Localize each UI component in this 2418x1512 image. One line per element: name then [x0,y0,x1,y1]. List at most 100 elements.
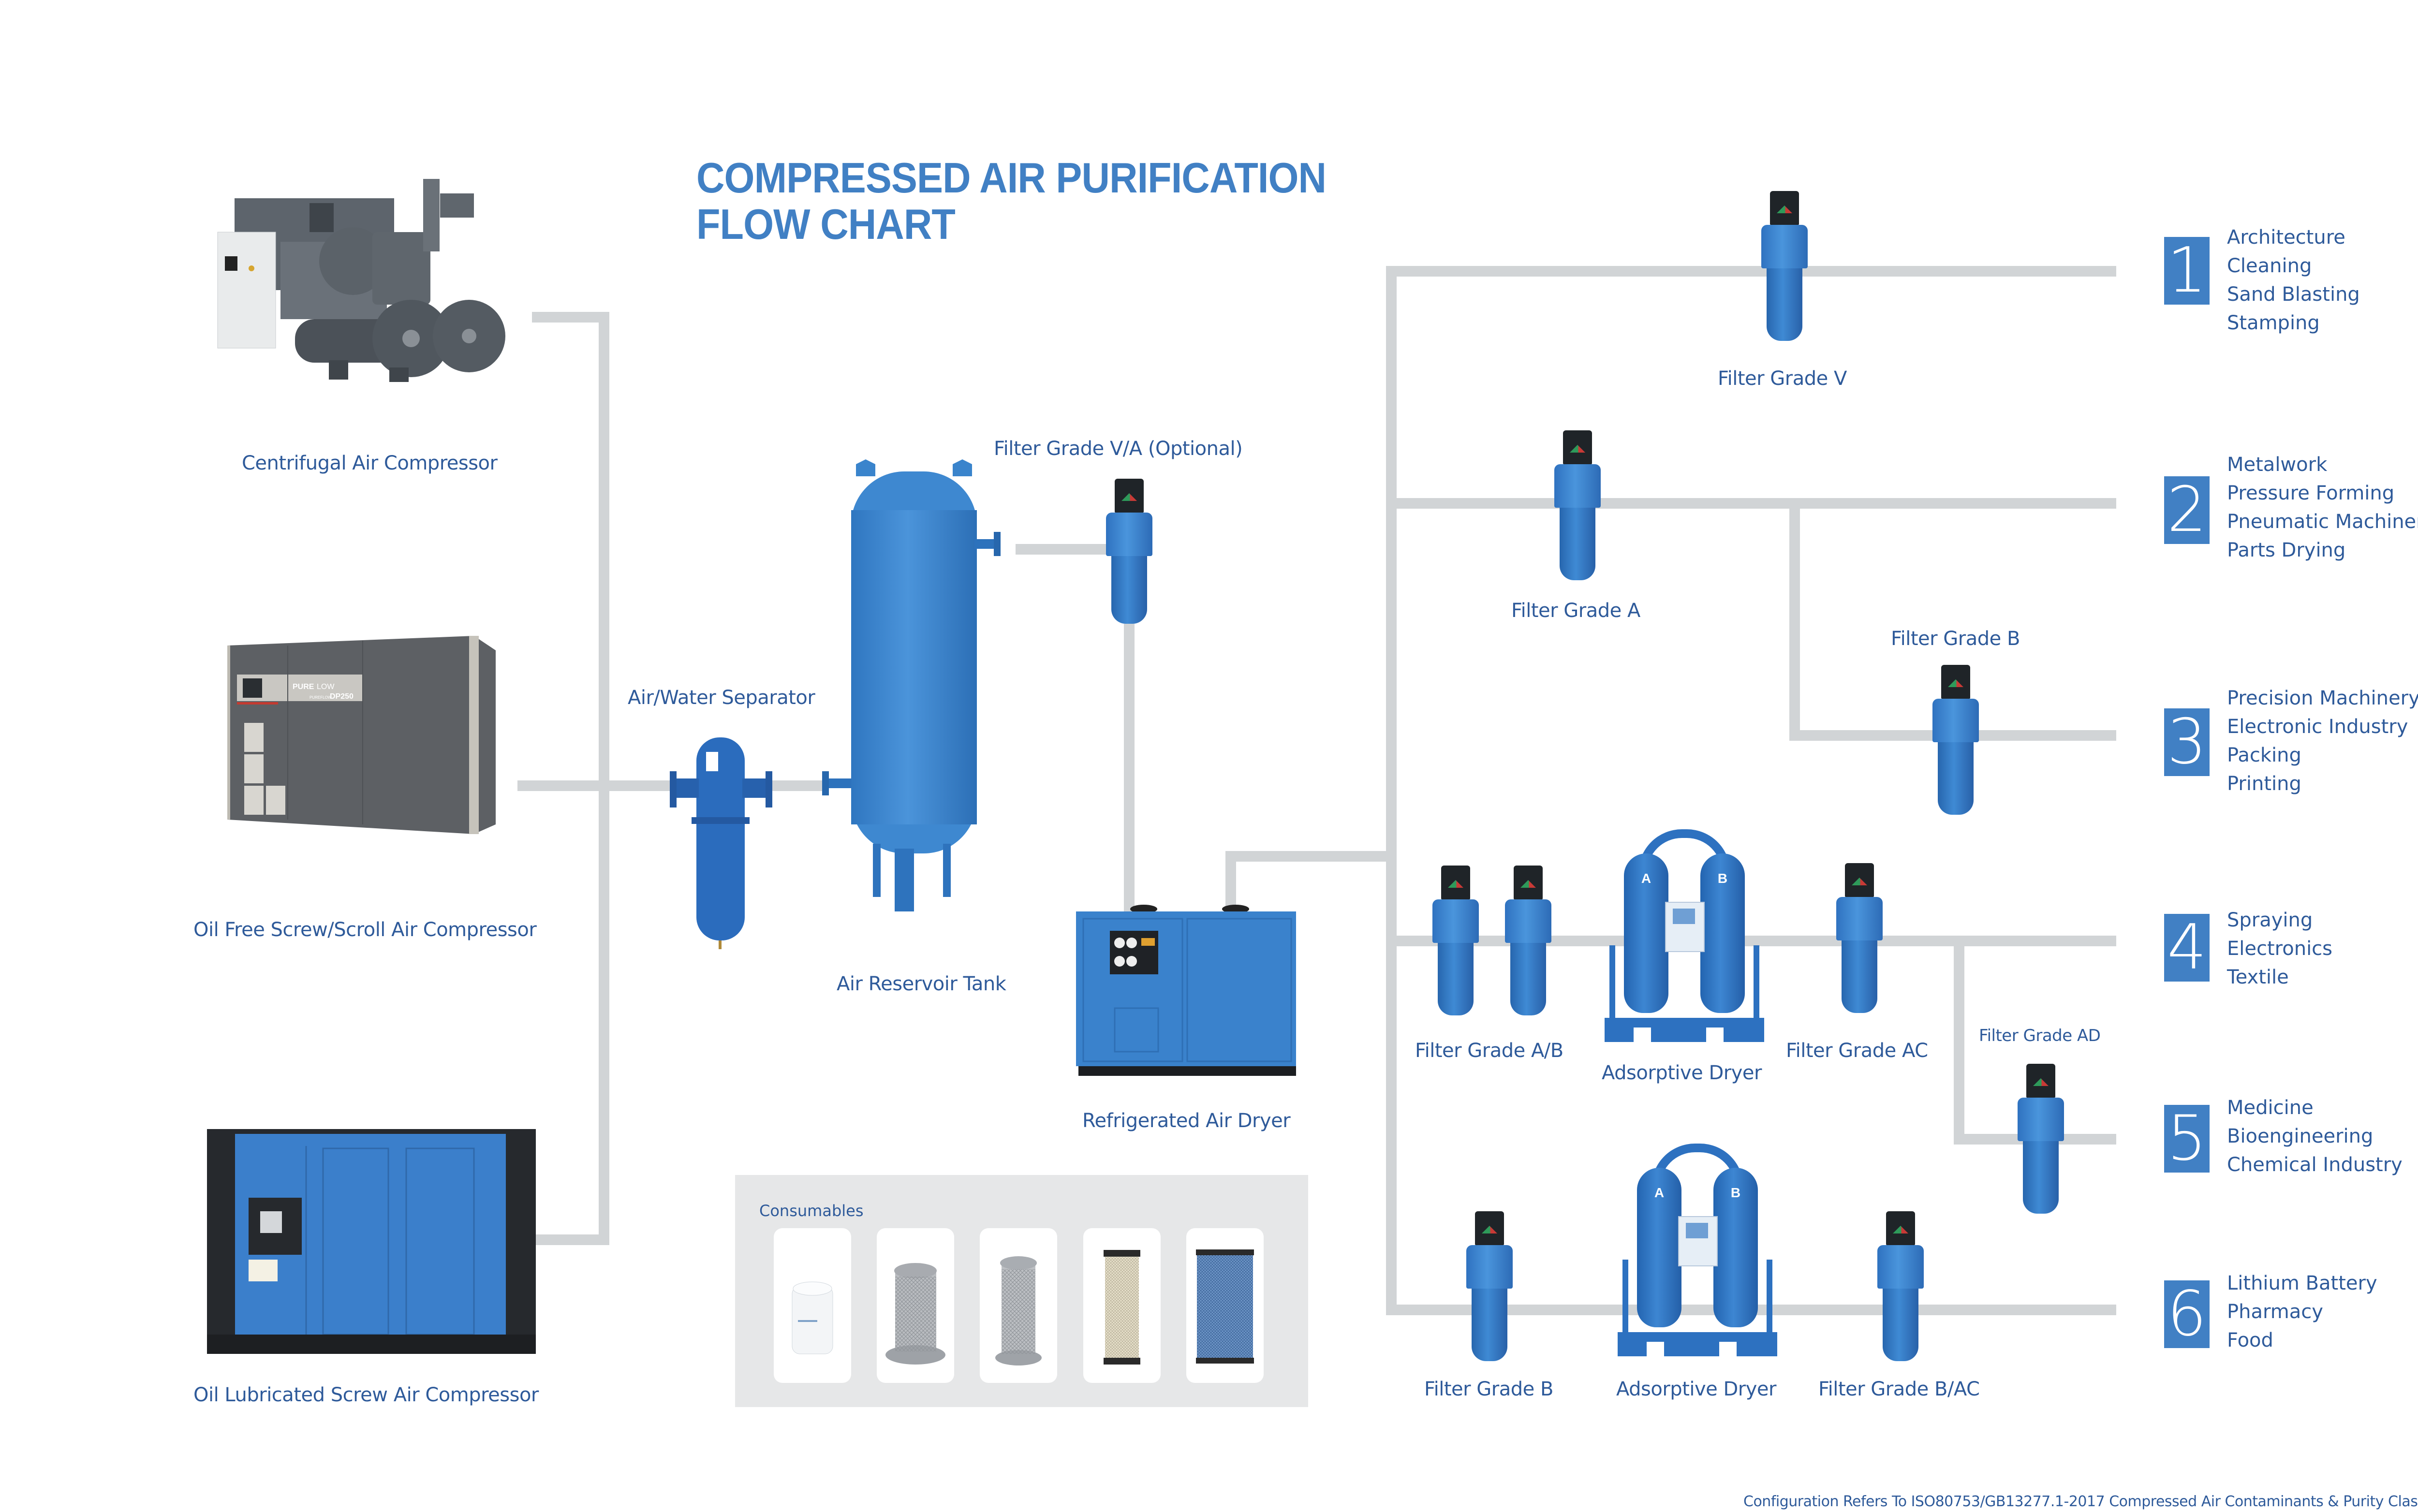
category-item: Stamping [2227,312,2320,334]
pipe [1386,266,1397,1315]
pressure-indicator-icon [1886,1211,1915,1245]
air-filter-cream-icon [1104,1250,1140,1365]
pipe [532,312,609,323]
pressure-indicator-icon [1441,866,1470,899]
category-item: Medicine [2227,1097,2314,1119]
page-title: COMPRESSED AIR PURIFICATION FLOW CHART [696,154,1327,248]
pressure-indicator-icon [1770,191,1799,225]
consumable-card[interactable] [877,1228,954,1383]
category-badge-3: 3 [2164,708,2210,776]
filter-ac [1835,863,1884,1013]
filter-ac-label: Filter Grade AC [1786,1040,1928,1062]
dryer-tower-a: A [1624,853,1668,1013]
consumables-heading: Consumables [759,1202,864,1220]
category-item: Pneumatic Machinery [2227,511,2418,533]
adsorptive-dryer-4: A B [1605,829,1764,1042]
filter-bac [1876,1211,1925,1361]
adsorptive-dryer-6-label: Adsorptive Dryer [1616,1378,1776,1400]
category-item: Electronic Industry [2227,716,2408,738]
title-line-1: COMPRESSED AIR PURIFICATION [696,154,1327,202]
category-item: Precision Machinery [2227,687,2418,709]
filter-a-label: Filter Grade A [1511,600,1640,622]
category-badge-5: 5 [2164,1105,2210,1173]
category-item: Pharmacy [2227,1301,2323,1323]
separator-icon [670,737,772,949]
category-item: Lithium Battery [2227,1272,2377,1294]
pipe [1789,498,1800,741]
refrigerated-dryer-label: Refrigerated Air Dryer [1082,1110,1291,1132]
filter-va-label: Filter Grade V/A (Optional) [994,438,1243,460]
brand-low: LOW [317,683,335,691]
centrifugal-compressor-icon [217,179,505,382]
air-water-separator [670,733,776,950]
category-item: Pressure Forming [2227,482,2395,504]
standards-footnote: Configuration Refers To ISO80753/GB13277… [1743,1493,2418,1510]
adsorptive-dryer-4-label: Adsorptive Dryer [1602,1062,1762,1084]
pipe [1225,851,1391,862]
oil-lubricated-compressor [207,1129,536,1354]
category-badge-1: 1 [2164,237,2210,305]
dryer-tower-b: B [1713,1168,1758,1327]
consumable-card[interactable] [774,1228,851,1383]
category-list-6: Lithium Battery Pharmacy Food [2227,1269,2377,1355]
pipe [1386,266,2116,277]
control-panel-icon [1665,902,1705,952]
filter-va [1105,479,1153,624]
category-list-3: Precision Machinery Electronic Industry … [2227,684,2418,798]
pipe [1124,624,1135,914]
category-list-1: Architecture Cleaning Sand Blasting Stam… [2227,223,2360,338]
consumables-panel: Consumables [735,1175,1308,1407]
brand-pure: PURE [293,683,314,691]
filter-b-line3 [1931,665,1980,815]
pressure-indicator-icon [2026,1064,2055,1098]
category-item: Sand Blasting [2227,283,2360,306]
category-item: Packing [2227,744,2301,766]
pressure-indicator-icon [1514,866,1543,899]
brand-pureflow: PUREFLOW [310,695,332,700]
category-list-2: Metalwork Pressure Forming Pneumatic Mac… [2227,451,2418,565]
centrifugal-compressor [208,169,556,396]
control-panel-icon [1678,1216,1718,1266]
dryer-tower-a: A [1637,1168,1681,1327]
oil-lubricated-compressor-label: Oil Lubricated Screw Air Compressor [193,1384,539,1406]
brand-model: DP250 [330,692,354,701]
pipe [1386,936,2116,946]
category-item: Architecture [2227,226,2345,249]
pipe [1016,544,1112,555]
category-item: Chemical Industry [2227,1154,2403,1176]
tank-icon [822,459,1001,911]
pressure-indicator-icon [1475,1211,1504,1245]
pipe [517,1234,609,1245]
category-item: Spraying [2227,909,2313,931]
tank-label: Air Reservoir Tank [837,973,1006,995]
consumable-card[interactable] [980,1228,1057,1383]
category-item: Printing [2227,773,2301,795]
oil-separator-icon [995,1256,1042,1365]
pipe [599,312,609,1245]
pressure-indicator-icon [1941,665,1970,699]
filter-b-line3-label: Filter Grade B [1891,628,2020,650]
category-list-5: Medicine Bioengineering Chemical Industr… [2227,1094,2403,1179]
category-item: Parts Drying [2227,539,2346,561]
consumable-card[interactable] [1083,1228,1161,1383]
centrifugal-compressor-label: Centrifugal Air Compressor [242,452,498,474]
oil-filter-icon [792,1281,833,1354]
category-item: Bioengineering [2227,1125,2374,1147]
air-reservoir-tank [822,457,1016,931]
adsorptive-dryer-6: A B [1618,1144,1777,1356]
oil-separator-flanged-icon [885,1263,945,1365]
oil-free-compressor: PURE LOW PUREFLOW DP250 [222,626,513,853]
air-filter-blue-icon [1196,1249,1254,1364]
category-badge-6: 6 [2164,1280,2210,1348]
filter-ab-label: Filter Grade A/B [1415,1040,1563,1062]
filter-b-line6-label: Filter Grade B [1424,1378,1553,1400]
category-list-4: Spraying Electronics Textile [2227,906,2332,992]
category-item: Food [2227,1329,2273,1351]
filter-bac-label: Filter Grade B/AC [1818,1378,1980,1400]
refrigerated-dryer [1076,904,1298,1078]
consumable-card[interactable] [1186,1228,1264,1383]
pipe [1386,498,2116,509]
pipe [1954,936,1964,1145]
pipe [1225,851,1236,909]
